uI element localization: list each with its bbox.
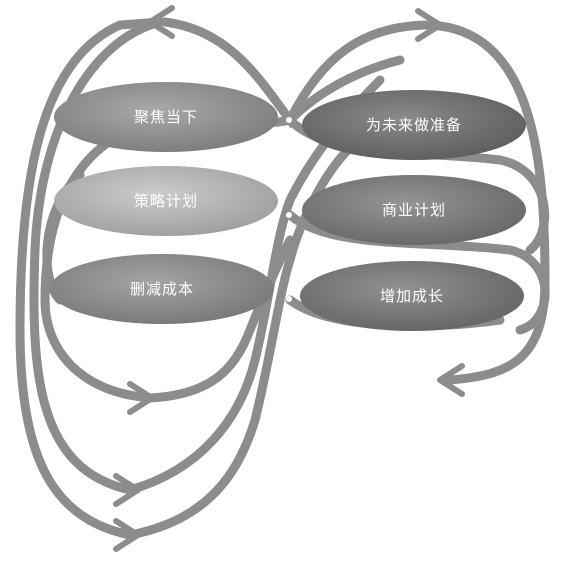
arrow-right-lower bbox=[437, 363, 465, 397]
crossing-dot bbox=[286, 212, 292, 218]
arrow-top-right bbox=[415, 8, 443, 42]
arrow-left-middle bbox=[127, 381, 155, 415]
left-nodes: 聚焦当下 策略计划 删减成本 bbox=[50, 82, 278, 324]
node-ellipse bbox=[300, 261, 524, 331]
outer-loop-left-down bbox=[29, 17, 165, 495]
node-focus-present: 聚焦当下 bbox=[54, 82, 278, 152]
arrow-top-left bbox=[147, 5, 175, 39]
node-ellipse bbox=[50, 254, 274, 324]
outer-loop-path bbox=[15, 17, 165, 540]
node-label: 增加成长 bbox=[380, 287, 444, 305]
node-strategy-plan: 策略计划 bbox=[54, 166, 278, 236]
node-ellipse bbox=[302, 175, 526, 245]
node-label: 为未来做准备 bbox=[366, 116, 462, 134]
crossing-dot bbox=[286, 117, 292, 123]
arrowheads bbox=[113, 5, 465, 552]
node-ellipse bbox=[302, 90, 526, 160]
outer-loop-right-down bbox=[425, 20, 550, 385]
node-label: 删减成本 bbox=[130, 280, 194, 298]
node-label: 商业计划 bbox=[382, 201, 446, 219]
right-inner-loop-4 bbox=[285, 55, 405, 125]
node-ellipse bbox=[54, 82, 278, 152]
node-cut-costs: 删减成本 bbox=[50, 254, 274, 324]
arrow-left-bottom-1 bbox=[113, 473, 141, 507]
right-inner-loop-2 bbox=[285, 210, 550, 335]
node-prepare-future: 为未来做准备 bbox=[302, 90, 526, 160]
crossing-dots bbox=[286, 117, 292, 302]
middle-loop-3 bbox=[145, 235, 295, 403]
node-increase-growth: 增加成长 bbox=[300, 261, 524, 331]
node-label: 聚焦当下 bbox=[134, 108, 198, 126]
arrow-left-bottom-2 bbox=[113, 518, 141, 552]
node-ellipse bbox=[54, 166, 278, 236]
node-business-plan: 商业计划 bbox=[302, 175, 526, 245]
crossing-dot bbox=[286, 296, 292, 302]
node-label: 策略计划 bbox=[134, 192, 198, 210]
right-nodes: 为未来做准备 商业计划 增加成长 bbox=[300, 90, 526, 331]
